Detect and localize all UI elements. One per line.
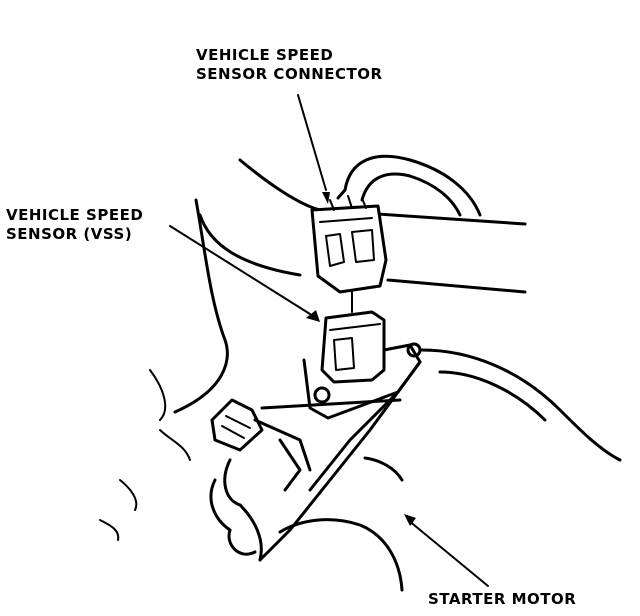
vss-connector-label: VEHICLE SPEED SENSOR CONNECTOR: [196, 46, 383, 84]
wire-harness: [336, 154, 482, 217]
leader-lines: [169, 94, 489, 587]
vss-sensor-shape: [302, 291, 422, 420]
vss-connector-shape: [310, 195, 388, 294]
vss-label: VEHICLE SPEED SENSOR (VSS): [6, 206, 143, 244]
vss-label-line2: SENSOR (VSS): [6, 225, 133, 243]
body-panel: [173, 158, 527, 414]
starter-motor-shape: [99, 348, 622, 592]
vss-label-line1: VEHICLE SPEED: [6, 206, 144, 224]
vss-connector-label-line1: VEHICLE SPEED: [196, 46, 334, 64]
starter-motor-label: STARTER MOTOR: [428, 590, 577, 608]
vss-connector-label-line2: SENSOR CONNECTOR: [196, 65, 383, 83]
